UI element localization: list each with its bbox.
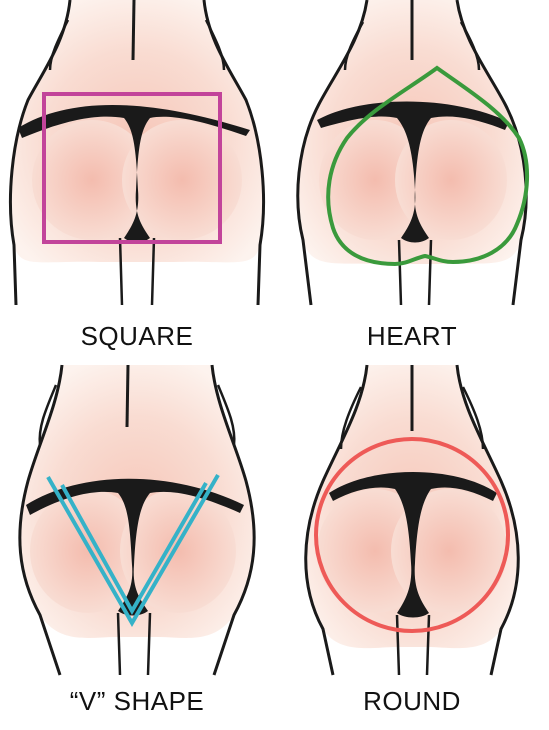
shape-label-square: SQUARE [0, 321, 274, 351]
spine-line [127, 365, 128, 427]
shape-label-heart: HEART [275, 321, 549, 351]
round-figure [275, 365, 549, 730]
square-figure [0, 0, 274, 365]
v-shape-figure [0, 365, 274, 730]
panel-round: ROUND [275, 365, 549, 730]
heart-figure [275, 0, 549, 365]
panel-heart: HEART [275, 0, 549, 365]
panel-square: SQUARE [0, 0, 274, 365]
panel-v-shape: “V” SHAPE [0, 365, 274, 730]
spine-line [133, 0, 134, 60]
shape-label-round: ROUND [275, 686, 549, 716]
shape-label-v-shape: “V” SHAPE [0, 686, 274, 716]
